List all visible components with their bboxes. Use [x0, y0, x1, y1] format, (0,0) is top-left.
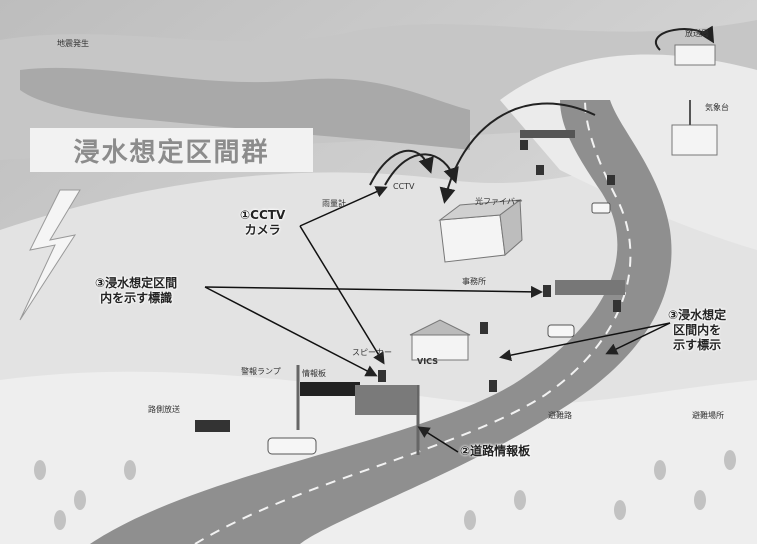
lightning-bolt: [19, 189, 81, 321]
label-broadcast: 放送局: [685, 29, 709, 38]
mid-gantry: [555, 280, 625, 295]
callout-cctv-line2: カメラ: [244, 223, 281, 237]
label-earthquake: 地震発生: [57, 39, 89, 48]
upper-gantry: [520, 130, 575, 138]
roadside-signboard: [195, 420, 230, 432]
label-rain-gauge: 雨量計: [322, 199, 346, 208]
callout-flood-sign-left-line2: 内を示す標識: [100, 291, 173, 305]
label-speaker: スピーカー: [352, 348, 392, 357]
callout-info-board: ②道路情報板: [460, 444, 531, 458]
road-centerline: [194, 99, 632, 544]
label-evacuation-site: 避難場所: [692, 411, 724, 420]
broadcast-building: [674, 44, 716, 66]
callout-cctv: ①CCTV カメラ: [240, 208, 285, 238]
label-optical-fiber: 光ファイバー: [475, 197, 523, 206]
road-info-board: [296, 365, 420, 455]
callout-flood-marking-right-line1: ③浸水想定: [668, 308, 727, 322]
car-far: [591, 202, 611, 214]
weather-station-building: [671, 100, 718, 156]
dark-cloud: [20, 67, 470, 150]
label-cctv-small: CCTV: [393, 182, 415, 191]
callout-cctv-line1: ①CCTV: [240, 208, 286, 222]
car-mid: [547, 324, 575, 338]
road: [90, 100, 672, 544]
callout-flood-sign-left-line1: ③浸水想定区間: [95, 276, 178, 290]
label-info-board-small: 情報板: [302, 369, 326, 378]
vics-house: [409, 319, 471, 361]
label-roadside-release: 路側放送: [148, 405, 180, 414]
label-weather-station: 気象台: [705, 103, 729, 112]
trees: [34, 450, 736, 530]
label-vics: VICS: [417, 357, 438, 366]
callout-flood-marking-right: ③浸水想定 区間内を 示す標示: [668, 308, 726, 353]
label-office: 事務所: [462, 277, 486, 286]
label-evacuation-route: 避難路: [548, 411, 572, 420]
title-banner: 浸水想定区間群: [30, 128, 313, 172]
flood-signs: [378, 140, 621, 392]
communication-arcs: [369, 25, 715, 204]
car-foreground: [267, 437, 317, 455]
page-title: 浸水想定区間群: [73, 137, 270, 168]
office-building: [438, 199, 523, 263]
callout-flood-marking-right-line2: 区間内を: [673, 323, 722, 337]
label-warning-lamp: 警報ランプ: [241, 367, 281, 376]
callout-flood-sign-left: ③浸水想定区間 内を示す標識: [95, 276, 177, 306]
callout-flood-marking-right-line3: 示す標示: [673, 338, 722, 352]
callout-lines: [204, 186, 671, 453]
